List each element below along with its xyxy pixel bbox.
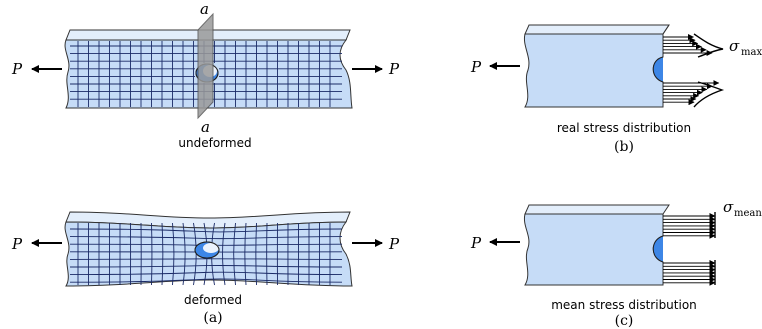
grid-curve [69,278,343,283]
load-label-c: P [470,234,482,252]
deformed-plate [64,211,353,287]
panel-letter-b: (b) [614,139,634,155]
mean-stress-plate [523,204,670,286]
sigma-max-symbol: σ [729,37,740,55]
grid-curve [69,228,343,233]
sigma-max-subscript: max [741,47,762,58]
load-label-left-deformed: P [11,235,23,253]
section-label-bottom: a [201,118,210,136]
real-stress-arrows [663,34,720,106]
grid-curve [172,222,175,286]
panel-letter-a: (a) [203,310,222,326]
grid-curve [222,222,226,286]
panel-letter-c: (c) [615,313,634,329]
section-label-top: a [200,0,209,18]
mean-stress-arrows [663,213,716,286]
grid-curve [69,271,343,276]
grid-curve [69,258,343,260]
caption-undeformed: undeformed [178,136,251,150]
deformed-grid [69,222,343,286]
hole-deformed [194,241,220,259]
sigma-mean-symbol: σ [723,198,734,216]
real-stress-plate [523,24,670,108]
sigma-mean-subscript: mean [734,208,762,219]
caption-mean-stress: mean stress distribution [551,298,697,312]
load-label-left: P [11,60,23,78]
caption-real-stress: real stress distribution [557,121,691,135]
load-label-right-deformed: P [388,235,400,253]
grid-curve [69,236,343,240]
undeformed-plate [64,29,353,109]
caption-deformed: deformed [184,293,242,307]
grid-curve [233,222,236,286]
real-stress-envelope-bottom [693,81,725,108]
grid-curve [69,265,343,268]
grid-curve [161,222,164,286]
load-label-b: P [470,58,482,76]
real-stress-envelope-top [693,33,724,58]
section-plane [197,12,214,120]
load-label-right: P [388,60,400,78]
